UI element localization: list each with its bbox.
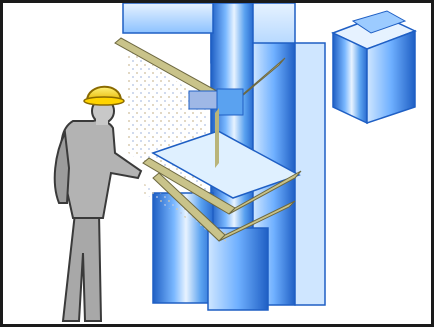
control-box-icon <box>333 11 415 123</box>
hard-hat-icon <box>84 87 124 105</box>
machine-safety-illustration <box>3 3 431 324</box>
